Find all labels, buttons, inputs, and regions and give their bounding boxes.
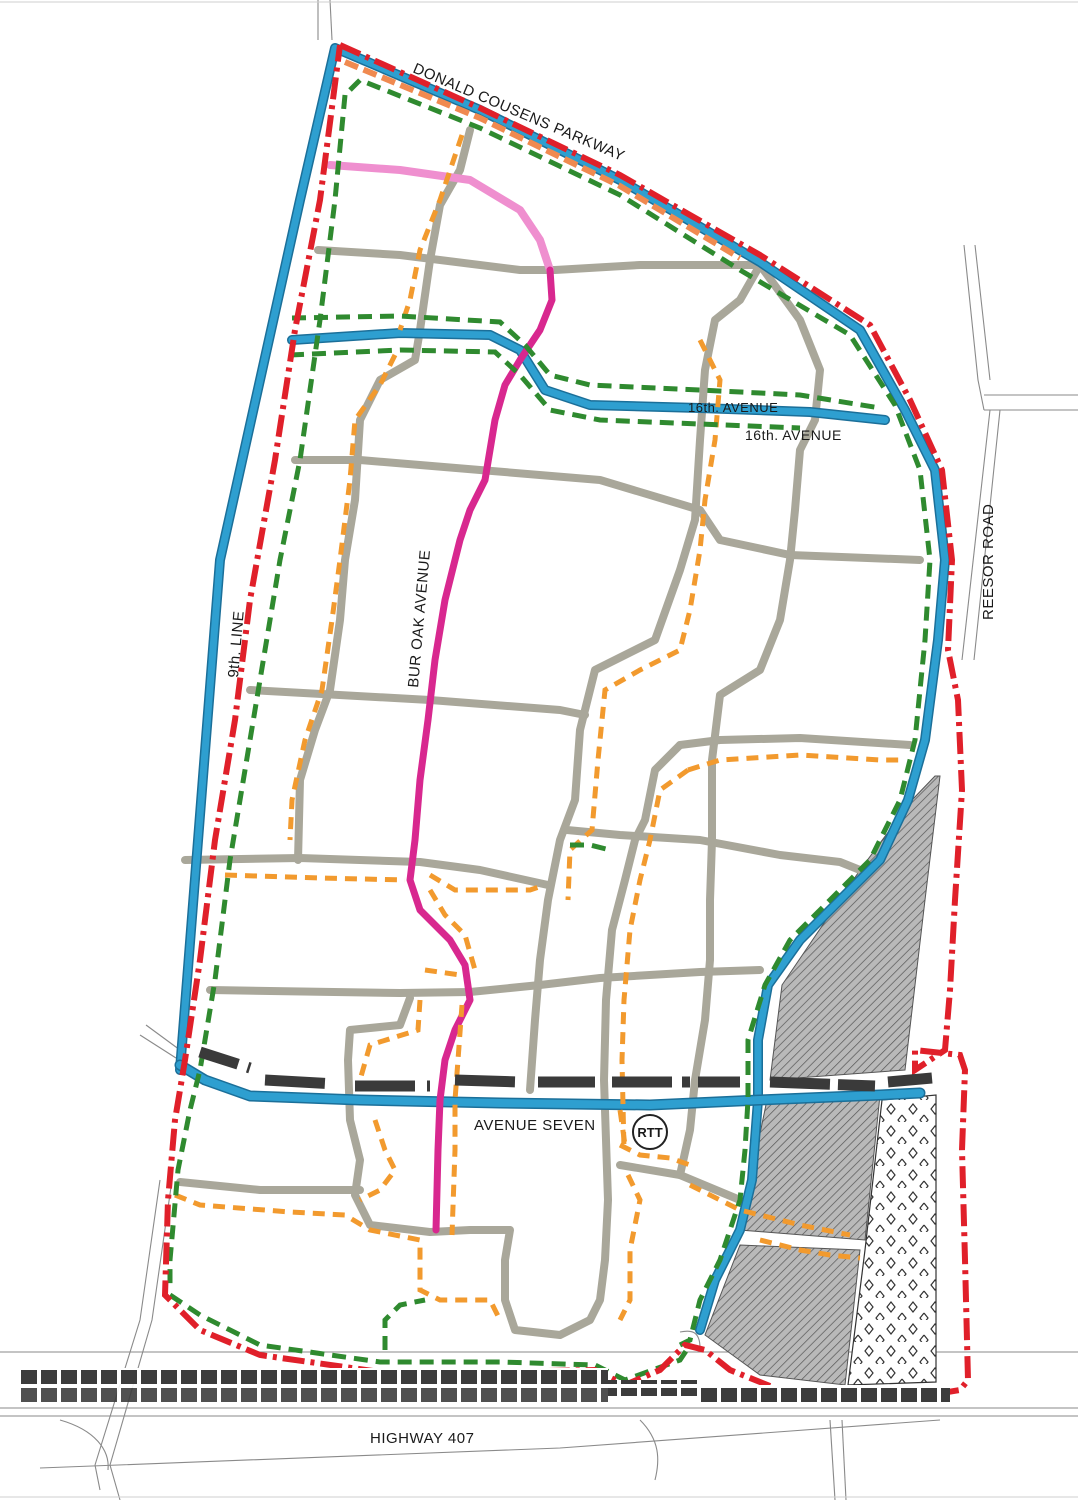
rtt-marker: RTT [632, 1114, 668, 1150]
diamond-pattern-area [847, 1094, 937, 1386]
reesor-road-label: REESOR ROAD [980, 504, 997, 620]
avenue-seven-label: AVENUE SEVEN [474, 1117, 596, 1134]
hatched-area-south [704, 1244, 861, 1386]
hatched-area-north [769, 775, 941, 1081]
hatched-lands [704, 775, 941, 1386]
plan-boundary [161, 42, 972, 1398]
transit-line-avenue-seven [198, 1046, 933, 1092]
rtt-label: RTT [637, 1125, 662, 1140]
sixteenth-avenue-label-upper: 16th. AVENUE [688, 400, 778, 415]
orange-dashed-lines [174, 134, 900, 1322]
parkway-orange-band [343, 59, 742, 261]
highway-407-label: HIGHWAY 407 [370, 1430, 474, 1447]
collector-roads [176, 126, 924, 1339]
bur-oak-avenue-label: BUR OAK AVENUE [405, 549, 434, 688]
bur-oak-avenue-road [326, 161, 556, 1234]
sixteenth-avenue-label-lower: 16th. AVENUE [745, 427, 842, 443]
ninth-line-label: 9th. LINE [225, 610, 248, 678]
highway-407 [20, 1368, 950, 1403]
